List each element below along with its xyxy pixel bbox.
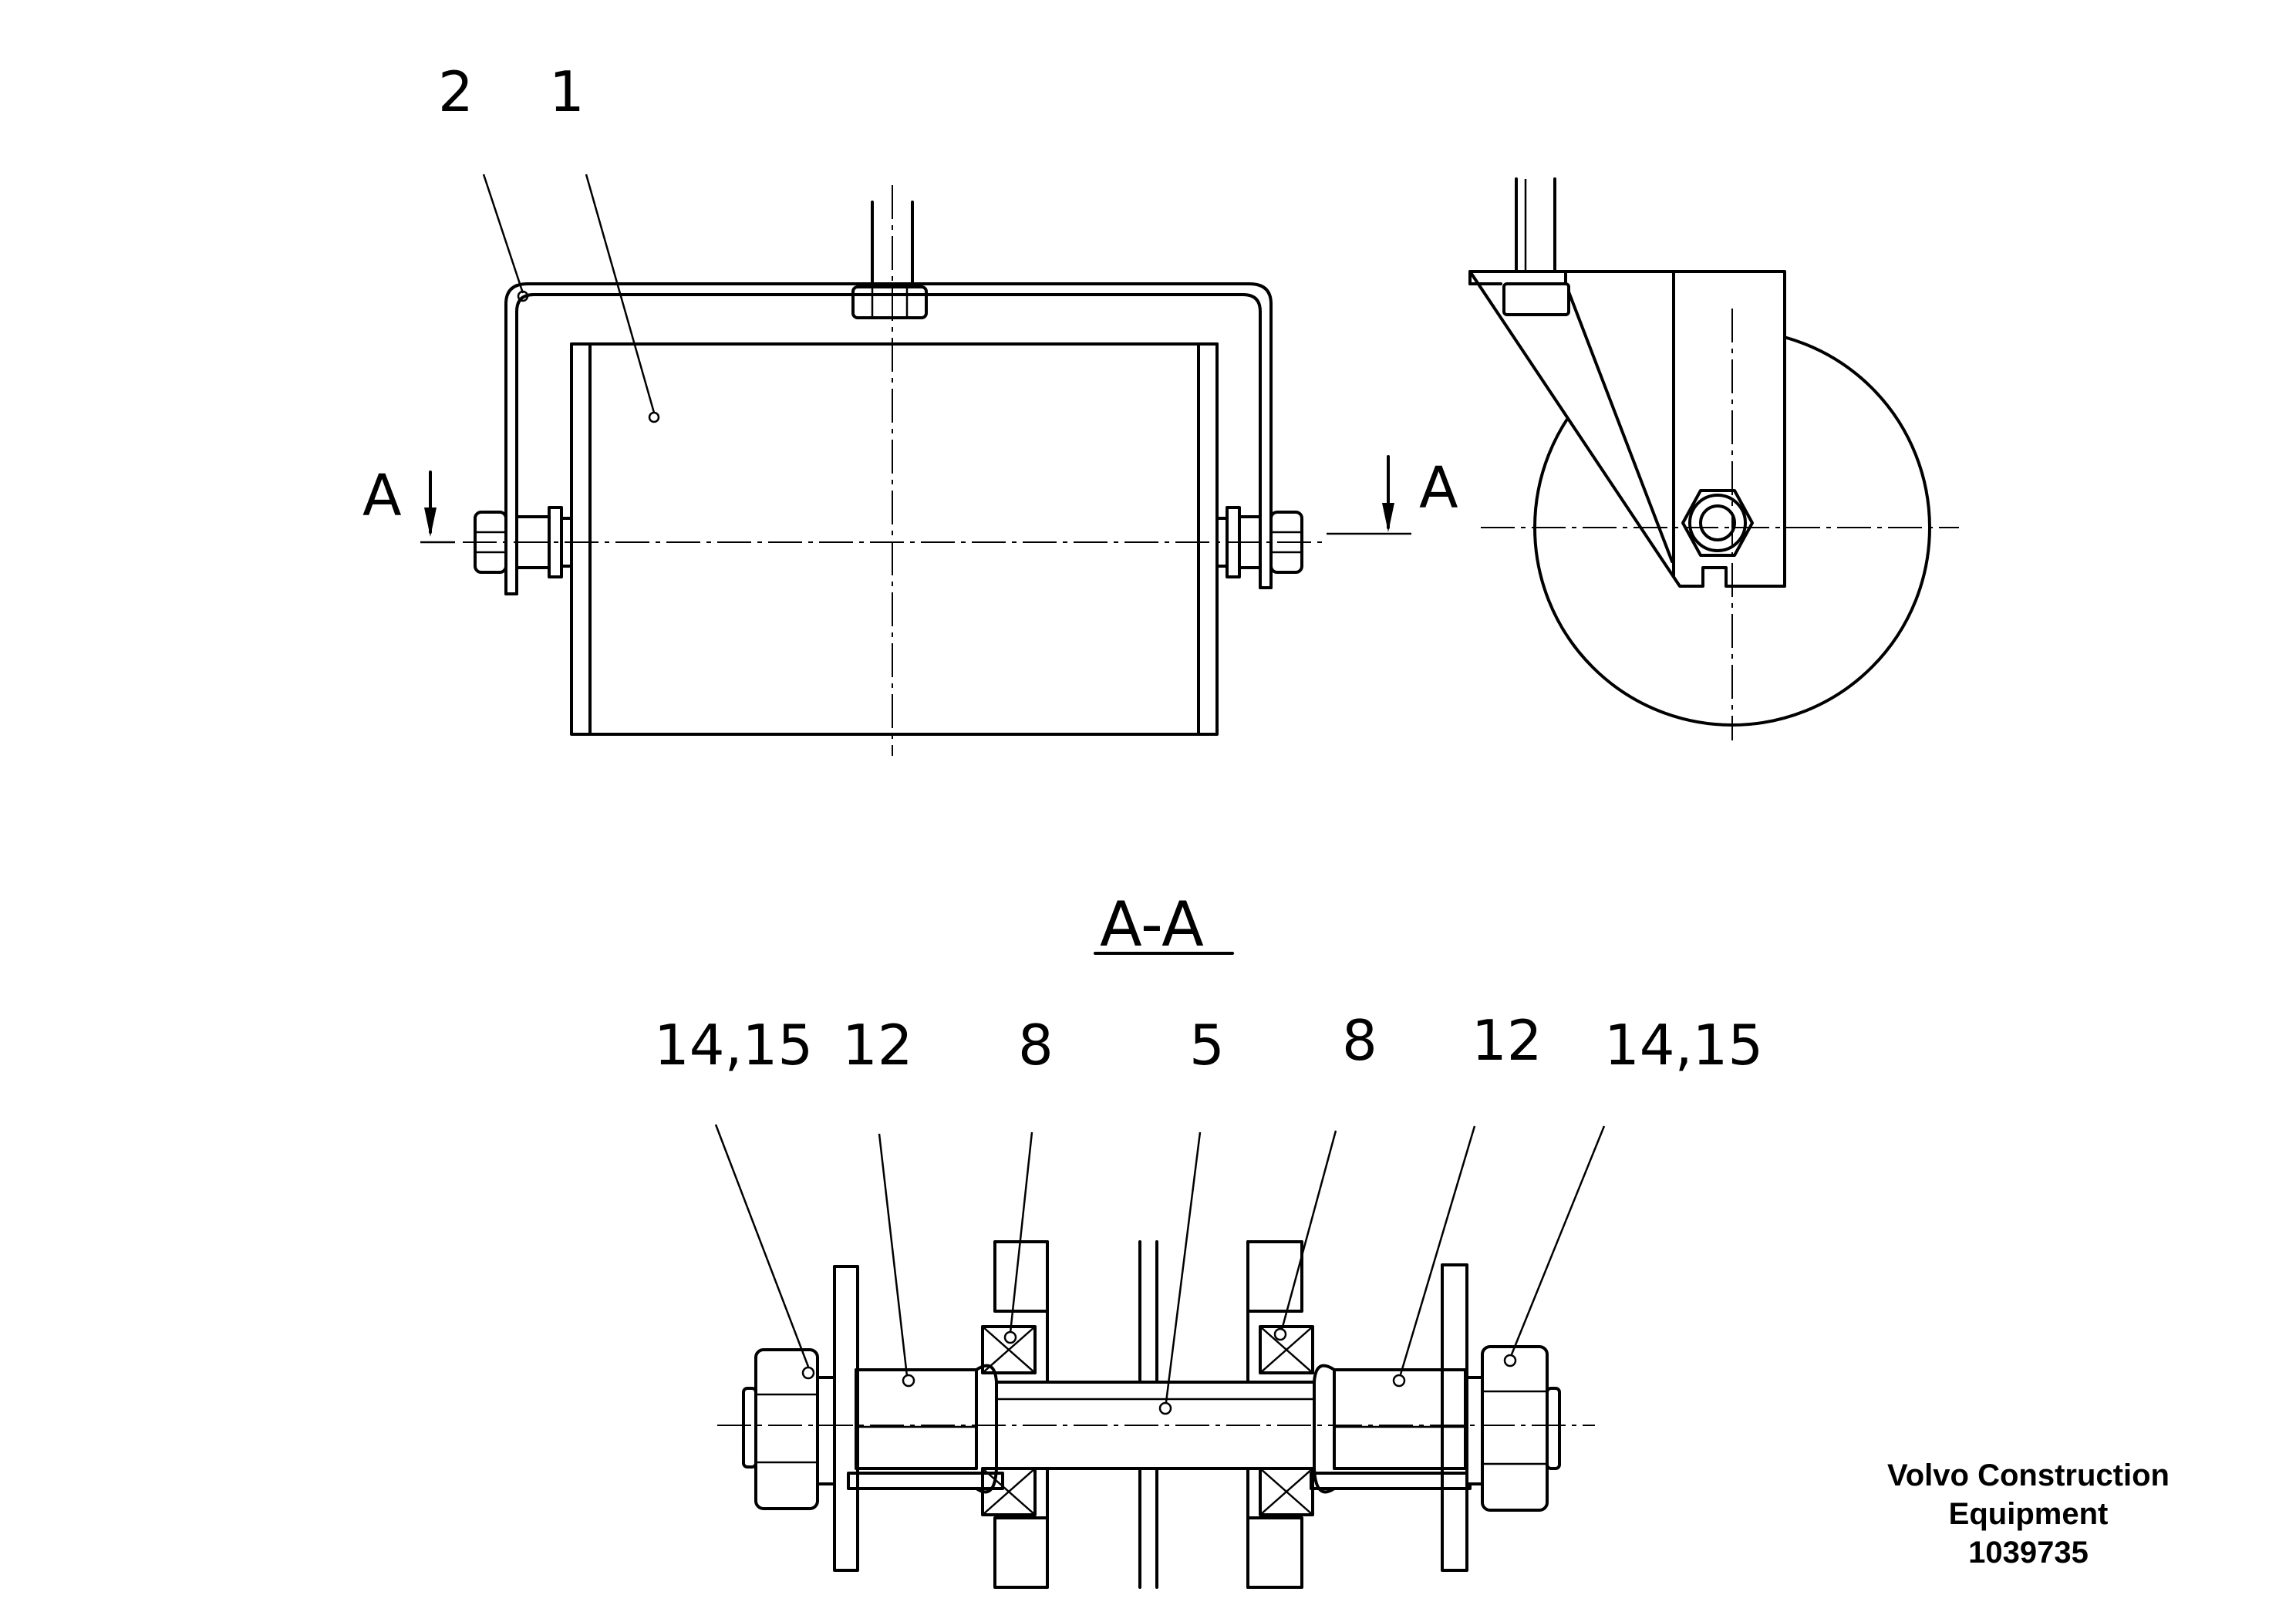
side-top-nut xyxy=(1502,282,1570,316)
callout-12-left: 12 xyxy=(842,1013,913,1077)
drawing-number: 1039735 xyxy=(1968,1536,2089,1570)
section-view: A-A xyxy=(654,889,1763,1589)
callout-14-15-left: 14,15 xyxy=(654,1013,813,1077)
nut-washer-right xyxy=(1465,1345,1561,1512)
leader-dot-2 xyxy=(517,290,529,302)
mounting-shaft xyxy=(851,201,928,319)
callout-8-right: 8 xyxy=(1342,1008,1377,1073)
leader-line-1 xyxy=(585,174,656,413)
callout-1: 1 xyxy=(549,59,585,124)
section-letter-right: A xyxy=(1419,455,1458,521)
bracket xyxy=(504,282,1273,595)
callout-2: 2 xyxy=(438,59,474,124)
leader-dot-1 xyxy=(648,411,660,423)
side-view xyxy=(1468,177,1959,740)
bracket-plate-left xyxy=(833,1265,859,1572)
section-marker-left: A xyxy=(362,463,455,544)
callout-12-right: 12 xyxy=(1472,1008,1542,1073)
title-block: Volvo Construction Equipment 1039735 xyxy=(1866,1456,2190,1572)
callout-5: 5 xyxy=(1189,1013,1225,1077)
nut-washer-left xyxy=(742,1348,836,1510)
callout-8-left: 8 xyxy=(1018,1013,1054,1077)
bearing-right xyxy=(1259,1325,1314,1516)
company-name-line2: Equipment xyxy=(1948,1497,2109,1531)
section-leader-lines xyxy=(714,1124,1606,1415)
bearing-left xyxy=(981,1325,1037,1516)
roller-drum xyxy=(570,342,1219,736)
side-hex-nut xyxy=(1681,489,1754,557)
company-name-line1: Volvo Construction xyxy=(1887,1458,2170,1492)
spacer-right xyxy=(1310,1364,1472,1494)
section-marker-right: A xyxy=(1327,455,1458,535)
spacer-left xyxy=(847,1364,1004,1494)
callout-14-15-right: 14,15 xyxy=(1604,1013,1763,1077)
section-title: A-A xyxy=(1100,889,1204,960)
leader-line-2 xyxy=(482,174,524,294)
section-letter-left: A xyxy=(362,463,402,529)
front-view: 2 1 A A xyxy=(362,59,1458,756)
